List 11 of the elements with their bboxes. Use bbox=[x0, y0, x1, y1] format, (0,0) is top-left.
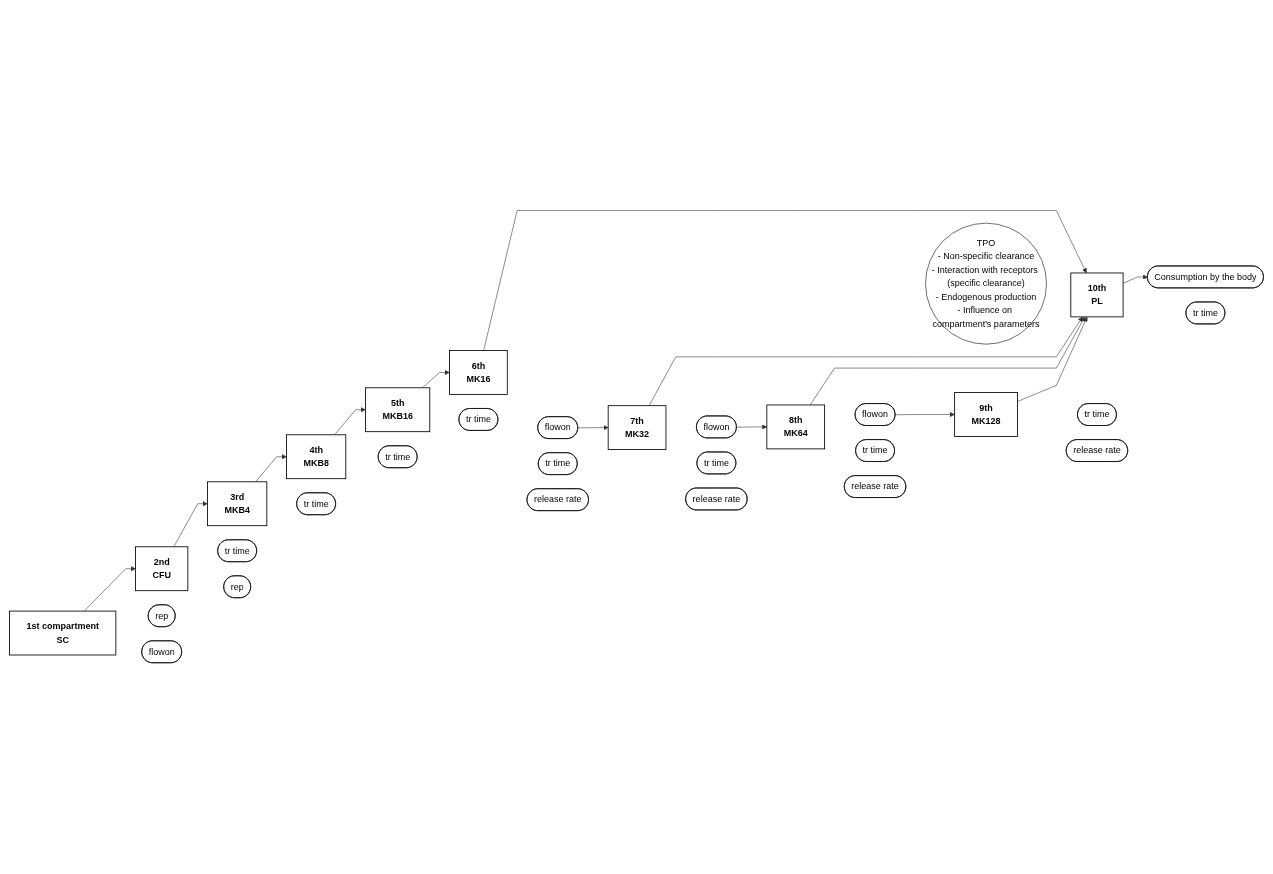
node-box: 9th MK128 bbox=[954, 392, 1018, 438]
node-box: 3rd MKB4 bbox=[207, 481, 268, 527]
node-box: 8th MK64 bbox=[766, 404, 826, 450]
node-box: 1st compartment SC bbox=[9, 611, 117, 656]
node-box: 10th PL bbox=[1070, 272, 1124, 318]
node-box: 4th MKB8 bbox=[286, 434, 347, 480]
node-box: 6th MK16 bbox=[449, 350, 508, 396]
node-circle: TPO - Non-specific clearance - Interaction with receptors (specific clearance) - Endogenous production - Influence on compartment's parameters bbox=[925, 223, 1047, 345]
node-box: 7th MK32 bbox=[607, 405, 667, 451]
node-box: 2nd CFU bbox=[135, 546, 189, 592]
node-box: 5th MKB16 bbox=[365, 387, 431, 433]
